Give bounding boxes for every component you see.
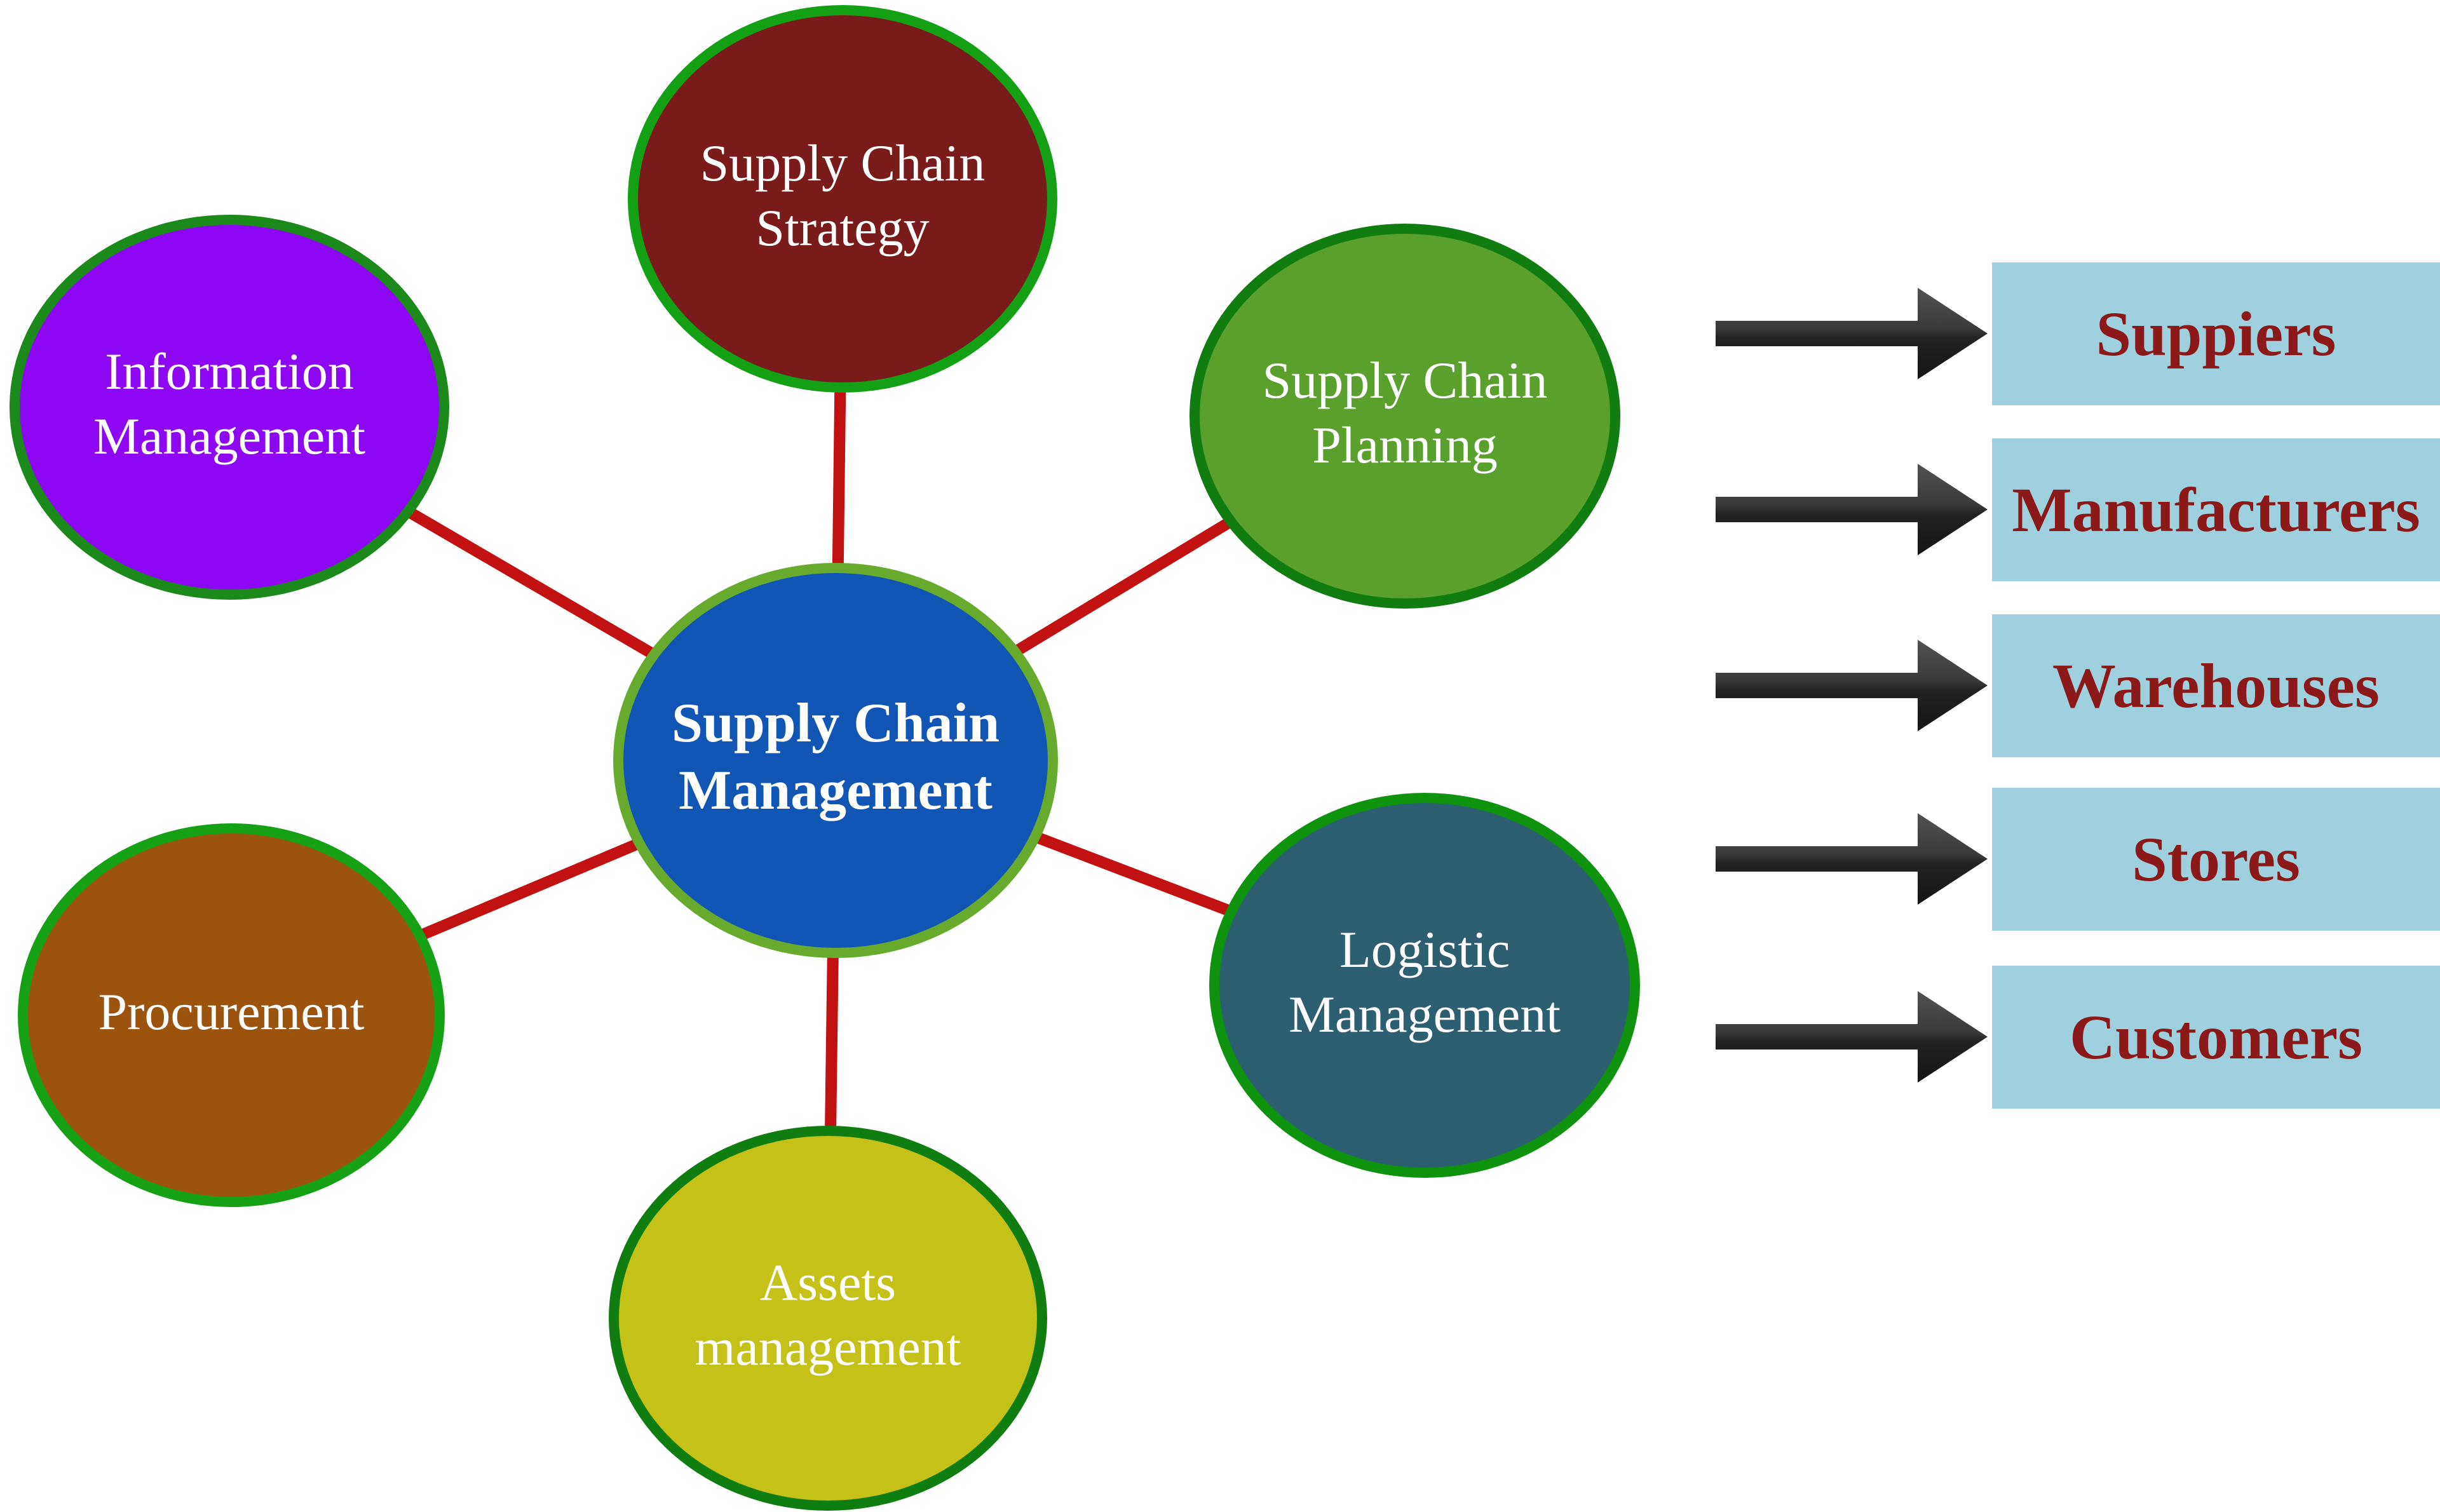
node-assets-management: Assets management (609, 1126, 1047, 1511)
arrow-to-customers-icon (1716, 991, 1988, 1083)
arrow-to-warehouses-icon (1716, 640, 1988, 731)
flow-box-label: Warehouses (2052, 651, 2380, 721)
node-label: Supply Chain Strategy (700, 133, 986, 257)
node-label: Information Management (93, 342, 366, 466)
flow-box-label: Customers (2069, 1002, 2363, 1072)
arrow-to-manufacturers-icon (1716, 464, 1988, 555)
arrow-to-suppiers-icon (1716, 288, 1988, 379)
node-supply-chain-management-hub: Supply Chain Management (613, 563, 1058, 958)
node-label: Assets management (695, 1253, 961, 1377)
node-supply-chain-strategy: Supply Chain Strategy (628, 5, 1057, 393)
node-label: Supply Chain Planning (1262, 351, 1548, 475)
flow-box-manufacturers: Manufacturers (1992, 438, 2440, 581)
flow-box-label: Suppiers (2096, 299, 2336, 369)
node-label: Logistic Management (1288, 920, 1561, 1044)
node-label: Procurement (98, 982, 365, 1041)
hub-label: Supply Chain Management (671, 692, 1000, 821)
flow-box-stores: Stores (1992, 788, 2440, 931)
node-procurement: Procurement (18, 823, 445, 1207)
arrow-to-stores-icon (1716, 813, 1988, 905)
flow-box-warehouses: Warehouses (1992, 614, 2440, 757)
node-logistic-management: Logistic Management (1209, 793, 1640, 1178)
node-information-management: Information Management (10, 215, 449, 600)
node-supply-chain-planning: Supply Chain Planning (1190, 224, 1620, 609)
flow-box-customers: Customers (1992, 966, 2440, 1109)
flow-box-label: Stores (2132, 824, 2300, 894)
flow-box-suppiers: Suppiers (1992, 262, 2440, 405)
flow-box-label: Manufacturers (2012, 475, 2420, 545)
